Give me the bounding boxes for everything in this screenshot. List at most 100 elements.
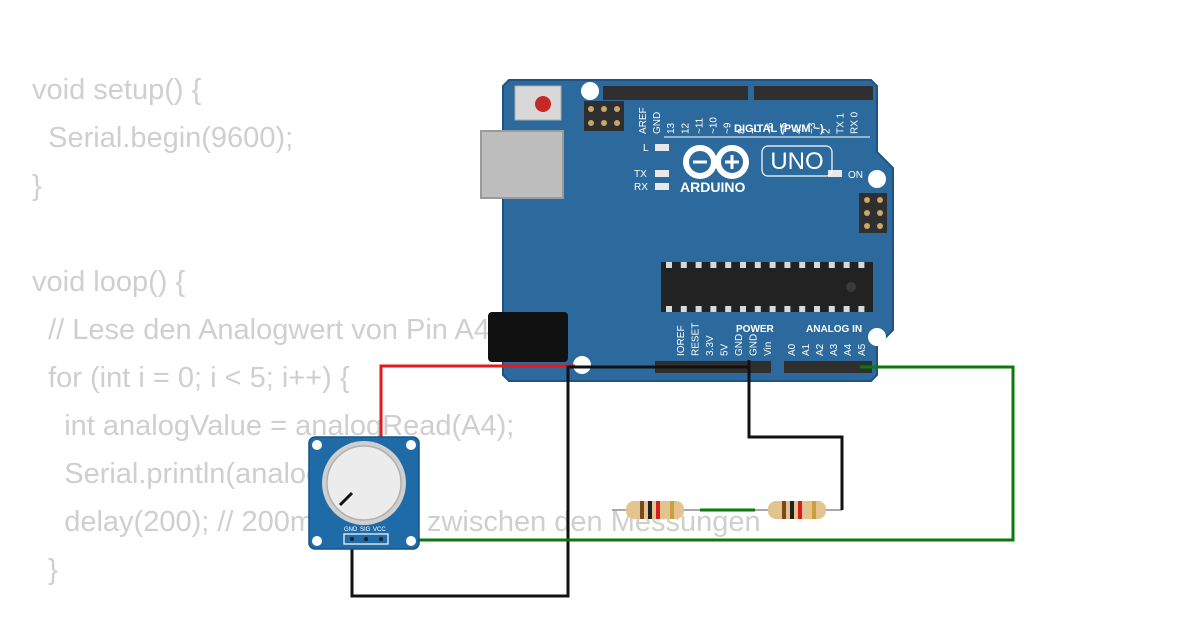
code-line: int analogValue = analogRead(A4); xyxy=(32,410,515,442)
led-tx-label: TX xyxy=(634,169,647,180)
code-line: // Lese den Analogwert von Pin A4 xyxy=(32,314,490,346)
mount-hole-top-right xyxy=(868,170,886,188)
code-line: void setup() { xyxy=(32,74,202,106)
pin-label: ~11 xyxy=(694,117,705,134)
led-tx xyxy=(655,170,669,177)
pin-label: RX 0 xyxy=(850,111,861,134)
digital-header[interactable] xyxy=(603,86,873,100)
pin-label: A2 xyxy=(815,343,826,356)
led-l-label: L xyxy=(643,143,649,154)
resistor-2[interactable] xyxy=(755,501,842,519)
chip-pin xyxy=(725,306,732,312)
led-rx xyxy=(655,183,669,190)
chip-pin xyxy=(710,306,717,312)
pin-label: ~5 xyxy=(779,122,790,134)
pin-label: ~6 xyxy=(765,122,776,134)
pin-label: A0 xyxy=(787,343,798,356)
wire-green-signal[interactable] xyxy=(366,365,1015,542)
chip-pin xyxy=(858,306,865,312)
chip-pin xyxy=(828,262,835,268)
mount-hole-bottom-right xyxy=(868,328,886,346)
atmega-chip xyxy=(661,262,873,312)
wire-black-gnd-pot[interactable] xyxy=(350,365,749,598)
chip-pin xyxy=(814,262,820,268)
led-rx-label: RX xyxy=(634,182,648,193)
arduino-logo-icon xyxy=(683,145,749,179)
pot-pin-label-gnd: GND xyxy=(344,527,358,533)
led-on xyxy=(828,170,842,177)
mount-hole-top-left xyxy=(581,82,599,100)
icsp-header-left xyxy=(584,101,624,131)
chip-pin xyxy=(843,306,850,312)
pin-label: A3 xyxy=(829,343,840,356)
uno-badge xyxy=(761,145,833,177)
code-line: } xyxy=(32,170,42,202)
pin-label: 13 xyxy=(666,122,677,134)
pin-label: A5 xyxy=(857,343,868,356)
usb-port xyxy=(480,130,564,199)
pin-label: GND xyxy=(734,334,745,356)
pin-label: 12 xyxy=(680,122,691,134)
chip-pin xyxy=(695,306,702,312)
pin-label: 4 xyxy=(793,128,804,134)
pin-label: TX 1 xyxy=(835,112,846,134)
digital-header-label: DIGITAL (PWM ~) xyxy=(734,123,824,135)
icsp-header-right xyxy=(859,193,887,233)
arduino-brand: ARDUINO xyxy=(680,179,745,195)
pin-label: ~3 xyxy=(807,122,818,134)
power-header-label: POWER xyxy=(736,324,775,335)
code-line: void loop() { xyxy=(32,266,186,298)
pot-pin-header[interactable] xyxy=(343,533,389,545)
pin-label: AREF xyxy=(638,107,649,134)
uno-label: UNO xyxy=(770,148,823,175)
pin-label: A1 xyxy=(801,343,812,356)
pin-label: RESET xyxy=(691,323,702,356)
pin-label: 3.3V xyxy=(705,335,716,356)
pin-label: GND xyxy=(652,112,663,134)
chip-pin xyxy=(814,306,820,312)
chip-pin xyxy=(710,262,717,268)
chip-pin xyxy=(666,262,672,268)
pin-label: 7 xyxy=(751,128,762,134)
knob-indicator xyxy=(338,491,354,507)
potentiometer-module[interactable]: GND SIG VCC xyxy=(308,436,420,550)
chip-pin xyxy=(740,262,746,268)
chip-pin xyxy=(799,262,806,268)
code-line: for (int i = 0; i < 5; i++) { xyxy=(32,362,350,394)
pot-pin-label-sig: SIG xyxy=(360,527,371,533)
chip-pin xyxy=(754,262,761,268)
chip-pin xyxy=(769,262,776,268)
led-l xyxy=(655,144,669,151)
chip-pin xyxy=(725,262,732,268)
chip-pin xyxy=(680,262,687,268)
pin-label: ~9 xyxy=(723,122,734,134)
chip-pin xyxy=(666,306,672,312)
pin-label: Vin xyxy=(763,342,774,356)
chip-pin xyxy=(695,262,702,268)
pin-label: ~10 xyxy=(709,117,720,134)
chip-pin xyxy=(740,306,746,312)
chip-pin xyxy=(799,306,806,312)
potentiometer-knob[interactable] xyxy=(326,445,402,521)
analog-header[interactable] xyxy=(784,361,872,373)
chip-pin xyxy=(784,262,791,268)
wire-black-gnd-resistor[interactable] xyxy=(747,360,844,510)
code-line: Serial.begin(9600); xyxy=(32,122,294,154)
chip-pin xyxy=(843,262,850,268)
reset-button[interactable] xyxy=(514,85,562,121)
mount-hole-bottom-left xyxy=(573,356,591,374)
resistor-1[interactable] xyxy=(612,501,700,519)
chip-pin xyxy=(680,306,687,312)
chip-pin xyxy=(828,306,835,312)
led-on-label: ON xyxy=(848,170,863,181)
pot-pin-label-vcc: VCC xyxy=(373,527,386,533)
chip-pin xyxy=(784,306,791,312)
pin-label: 2 xyxy=(821,128,832,134)
chip-pin xyxy=(858,262,865,268)
chip-pin xyxy=(769,306,776,312)
